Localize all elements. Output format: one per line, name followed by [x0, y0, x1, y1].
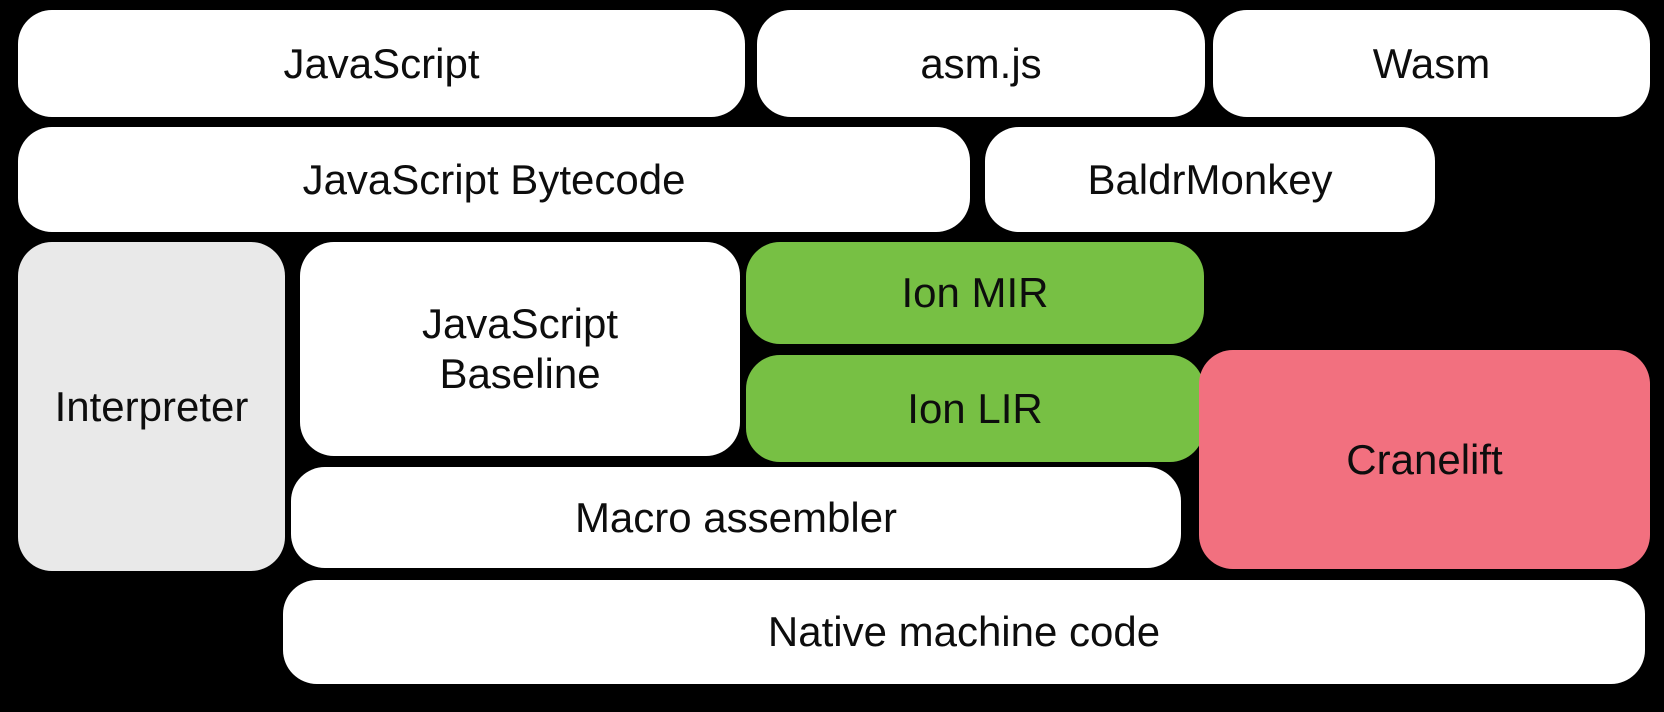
- box-baldrmonkey: BaldrMonkey: [985, 127, 1435, 232]
- box-wasm: Wasm: [1213, 10, 1650, 117]
- box-macro-assembler: Macro assembler: [291, 467, 1181, 568]
- box-cranelift: Cranelift: [1199, 350, 1650, 569]
- box-ion-mir: Ion MIR: [746, 242, 1204, 344]
- box-ion-lir: Ion LIR: [746, 355, 1204, 462]
- box-native-machine-code: Native machine code: [283, 580, 1645, 684]
- box-javascript-baseline: JavaScript Baseline: [300, 242, 740, 456]
- box-asmjs: asm.js: [757, 10, 1205, 117]
- box-javascript-bytecode: JavaScript Bytecode: [18, 127, 970, 232]
- box-interpreter: Interpreter: [18, 242, 285, 571]
- box-javascript: JavaScript: [18, 10, 745, 117]
